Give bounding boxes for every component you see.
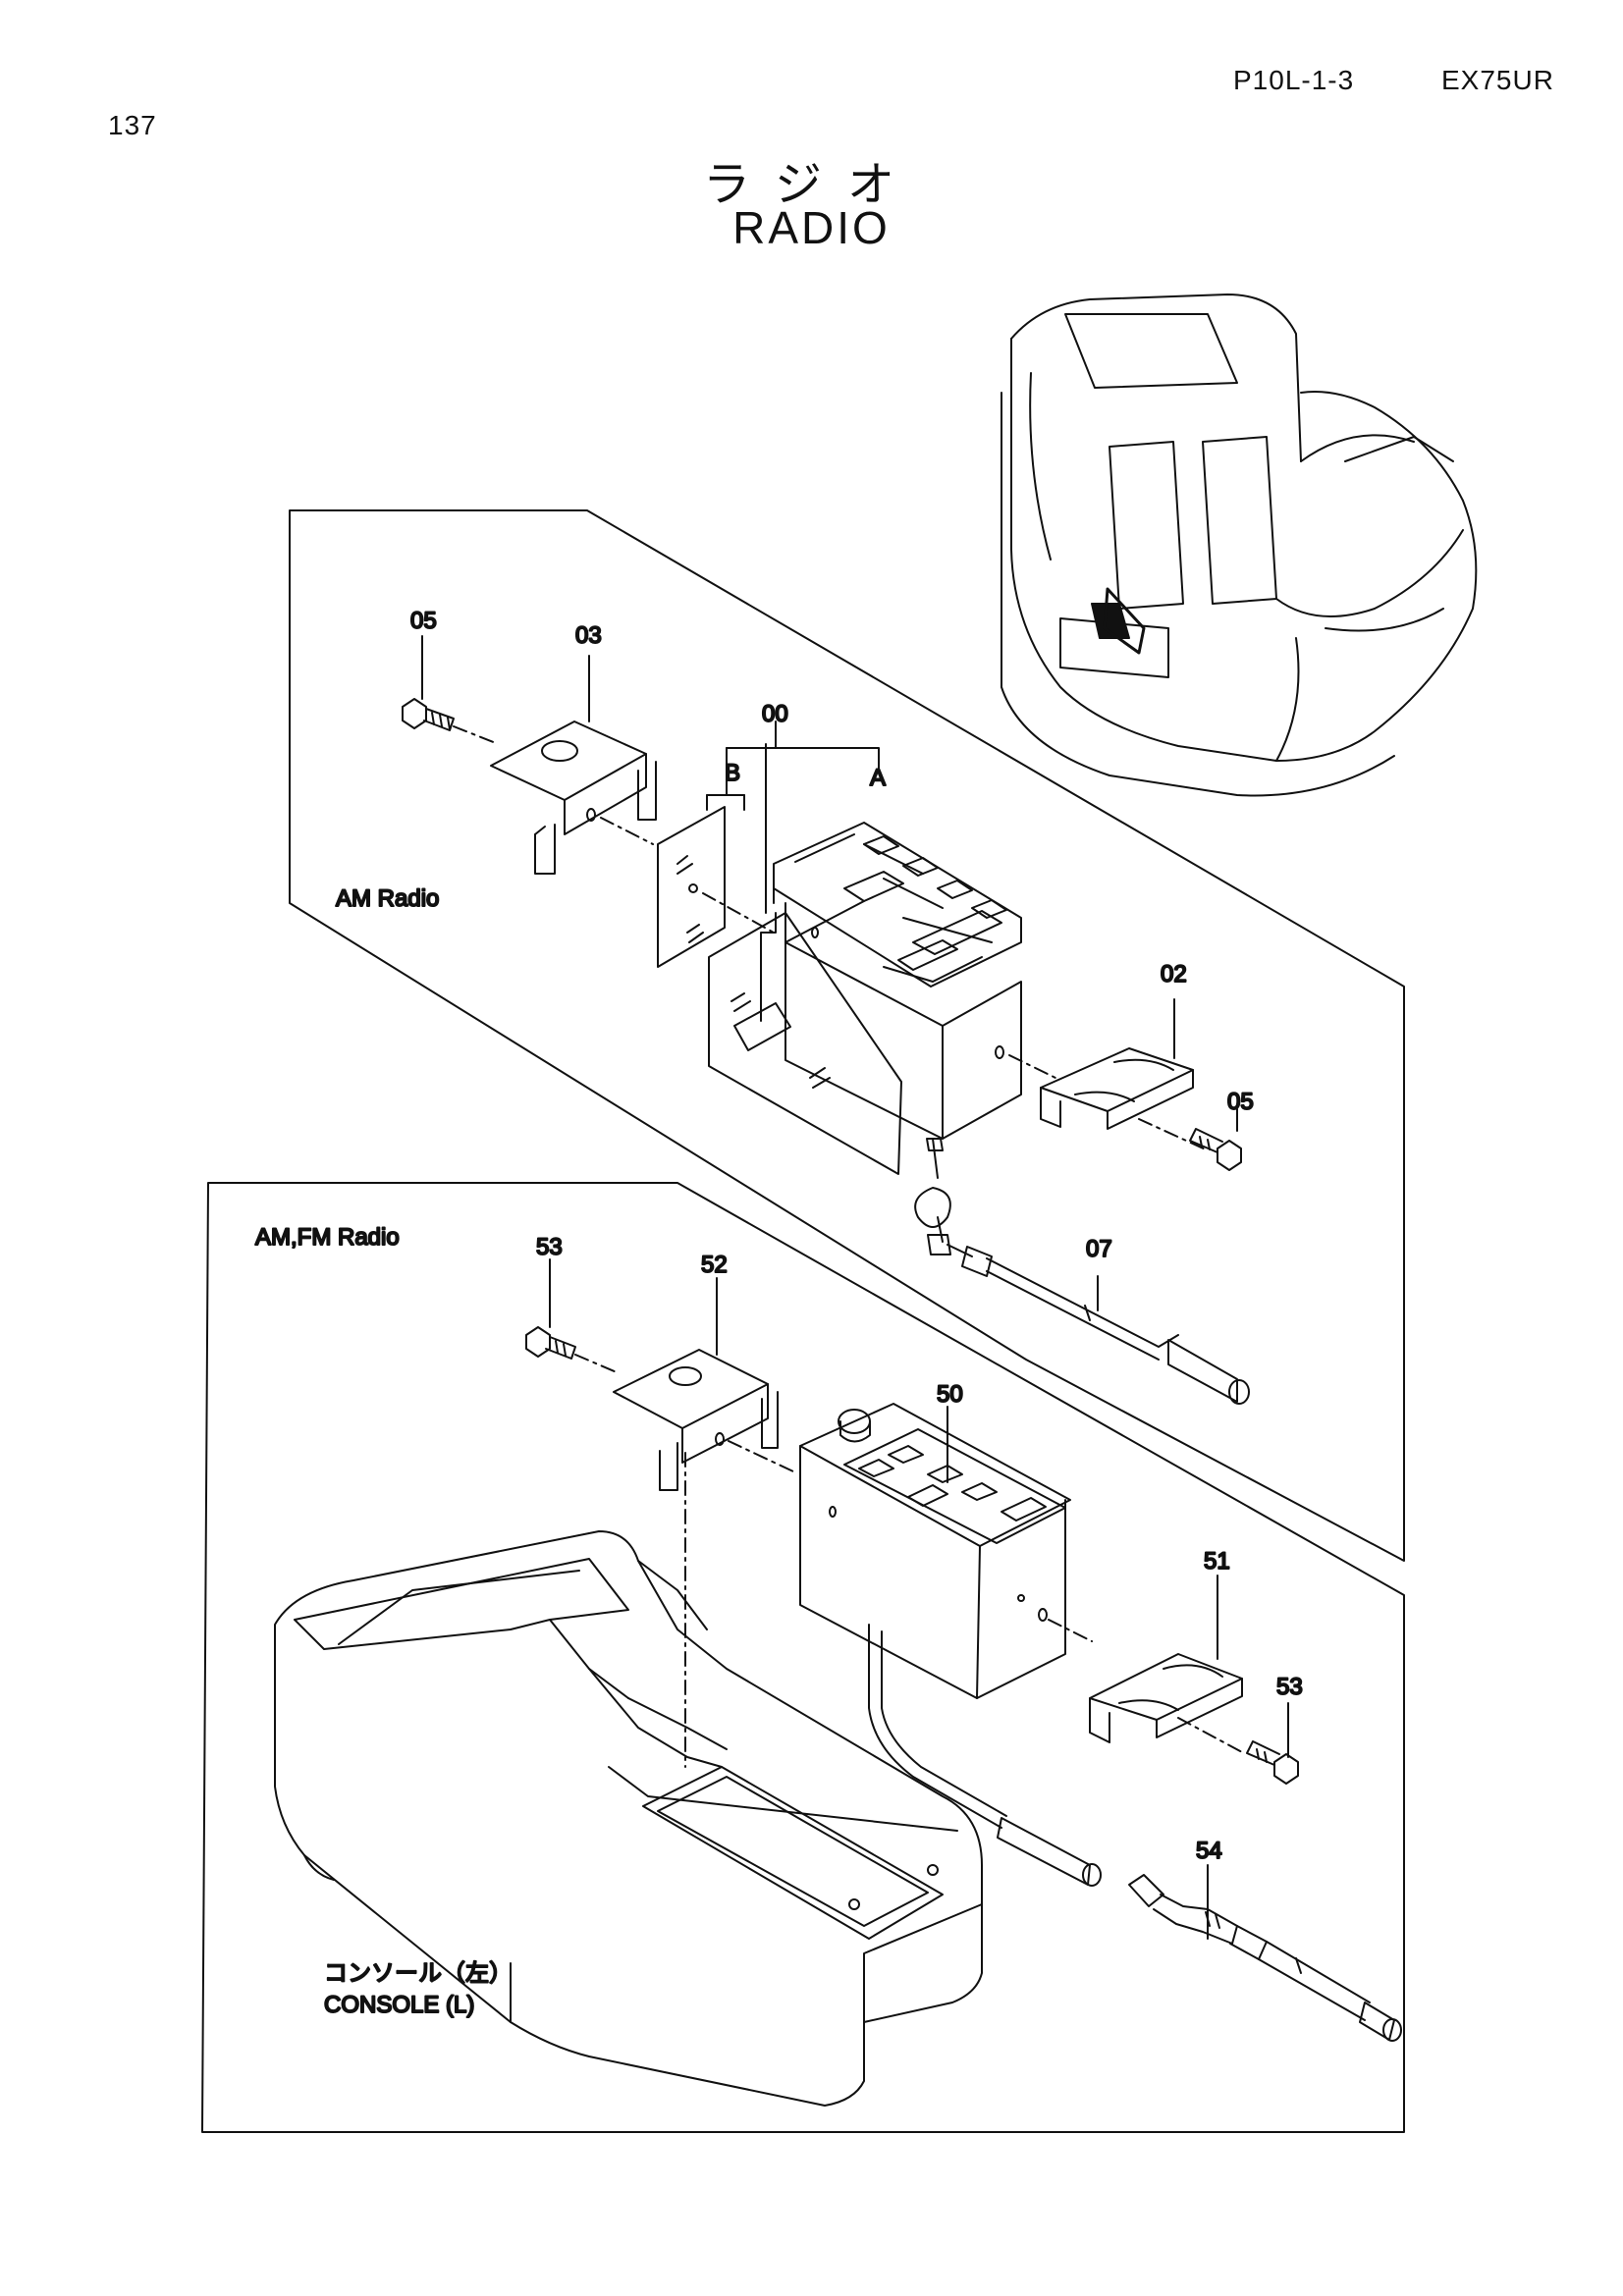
model-name: EX75UR: [1441, 65, 1554, 95]
bracket-52: [613, 1349, 779, 1491]
section-label-am-radio: AM Radio: [336, 885, 439, 912]
am-fm-radio-unit-50: [799, 1403, 1071, 1699]
bolt-53-upper: [525, 1326, 576, 1360]
console-left: [274, 1530, 983, 2107]
section-label-am-fm-radio: AM,FM Radio: [255, 1224, 400, 1251]
antenna-adaptor-54: [1128, 1874, 1402, 2042]
callout-52: 52: [701, 1252, 728, 1278]
assembly-bracket-00: [706, 721, 880, 1022]
bracket-51: [1089, 1653, 1243, 1743]
callout-54: 54: [1196, 1838, 1222, 1864]
page-title-english: RADIO: [732, 202, 891, 253]
callout-a: A: [870, 765, 886, 791]
console-label-english: CONSOLE (L): [324, 1992, 474, 2018]
bolt-05-upper: [402, 698, 455, 731]
callout-b: B: [725, 760, 740, 786]
page-title-japanese: ラジオ: [702, 157, 921, 212]
callout-50: 50: [937, 1381, 963, 1408]
console-label-japanese: コンソール（左）: [324, 1960, 513, 1987]
bolt-05-lower: [1189, 1128, 1242, 1171]
radio-front-cover: [708, 912, 902, 1175]
callout-05-upper: 05: [410, 608, 437, 634]
bracket-03: [490, 721, 657, 875]
bolt-53-lower: [1246, 1740, 1299, 1785]
drawing-code: P10L-1-3: [1233, 65, 1355, 95]
am-radio-section-border: [289, 509, 1405, 1562]
callout-07: 07: [1086, 1236, 1112, 1262]
excavator-cab-illustration: [1001, 294, 1478, 797]
callout-51: 51: [1204, 1548, 1230, 1575]
callout-00: 00: [762, 701, 788, 727]
callout-53-lower: 53: [1276, 1674, 1303, 1700]
callout-05-lower: 05: [1227, 1089, 1254, 1115]
am-fm-radio-section-border: [201, 1182, 1405, 2133]
callout-03: 03: [575, 622, 602, 649]
callout-02: 02: [1161, 961, 1187, 988]
am-fm-radio-cable: [868, 1624, 1102, 1887]
bracket-02: [1040, 1047, 1194, 1130]
page-number: 137: [108, 110, 157, 140]
antenna-cable-07: [914, 1138, 1250, 1405]
am-radio-unit-a: [773, 822, 1022, 1140]
callout-53-upper: 53: [536, 1234, 563, 1260]
panel-b: [657, 806, 726, 968]
